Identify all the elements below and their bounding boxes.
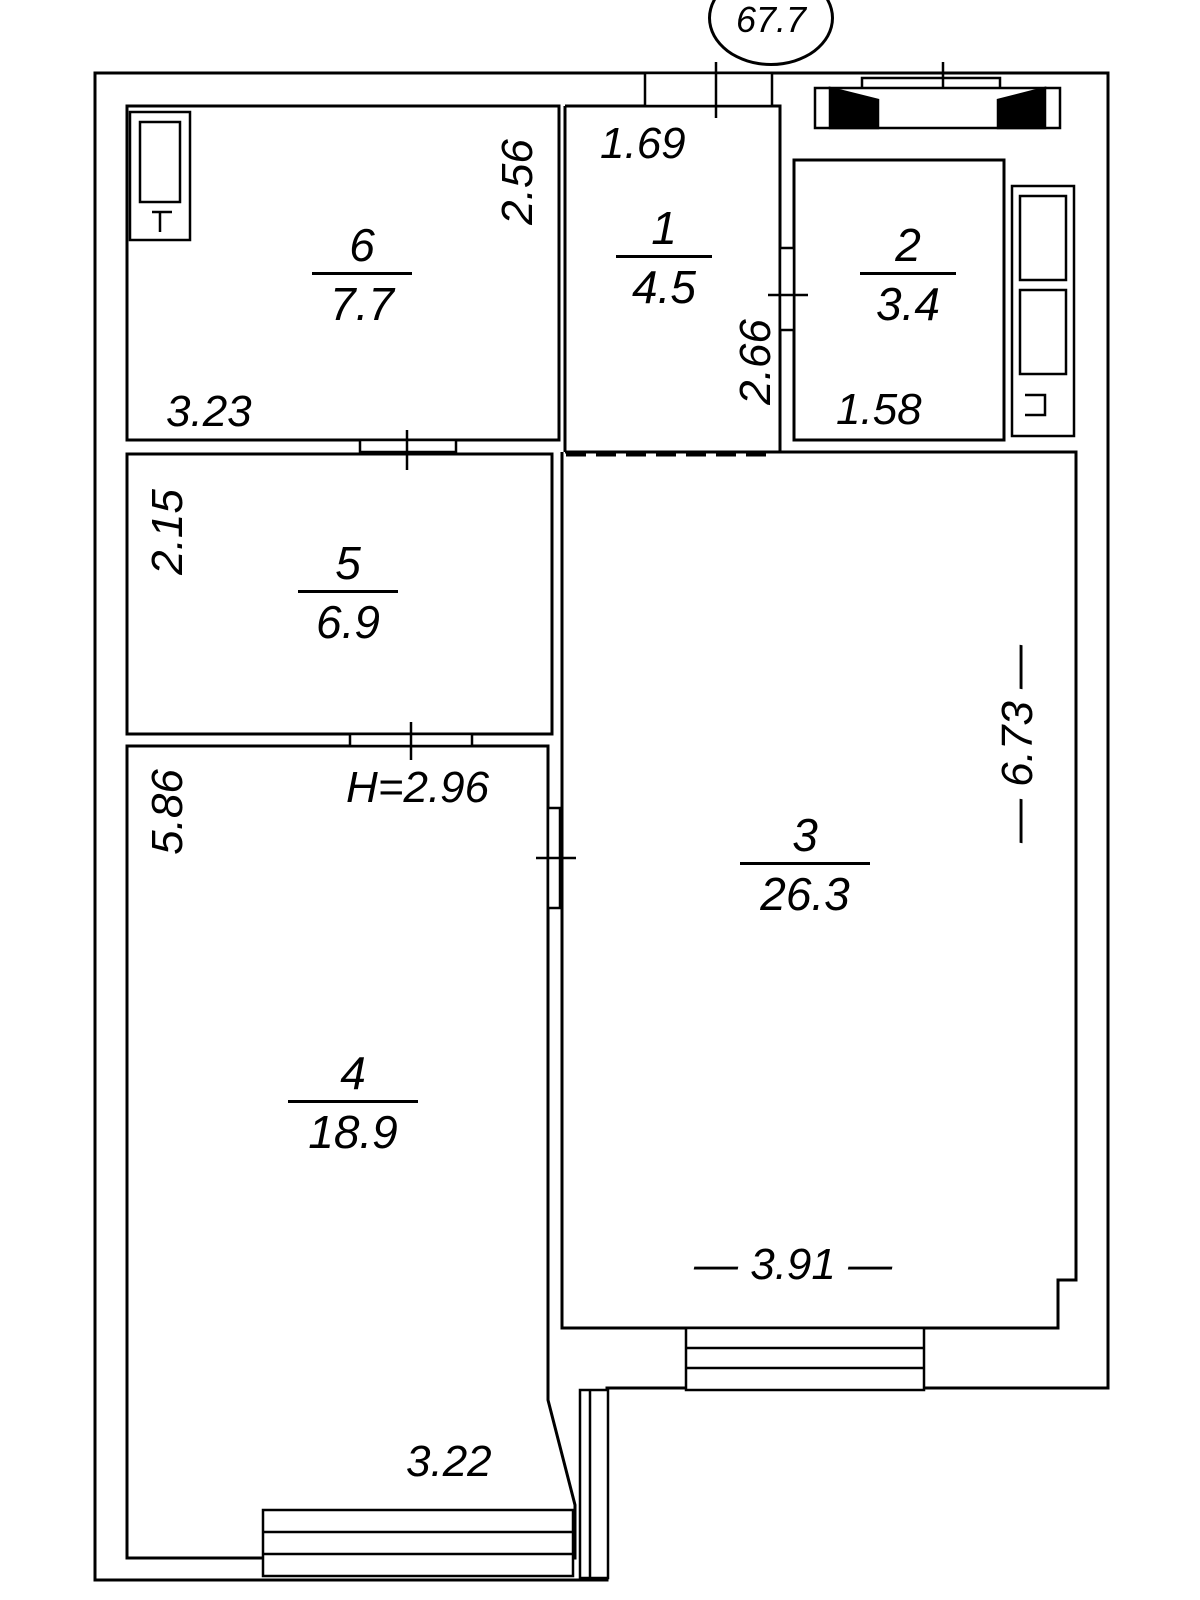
room-1-label: 1 4.5 [616, 205, 712, 310]
fraction-bar [312, 272, 412, 275]
window-room4 [261, 1508, 575, 1578]
entry-door [643, 71, 774, 108]
room-6-label: 6 7.7 [312, 222, 412, 327]
room-1-outline [563, 104, 782, 452]
room-2-label: 2 3.4 [860, 222, 956, 327]
room-5-label: 5 6.9 [298, 540, 398, 645]
room-number: 5 [335, 537, 361, 589]
dimension-room6-height: 2.56 [493, 139, 542, 225]
room-number: 6 [349, 219, 375, 271]
fraction-bar [860, 272, 956, 275]
dimension-room2-width: 1.58 [836, 385, 922, 434]
room-area: 6.9 [316, 596, 380, 648]
room-number: 2 [895, 219, 921, 271]
dimension-room3-width: — 3.91 — [694, 1240, 893, 1289]
room-4-outline [125, 744, 577, 1560]
dimension-room5-height: 2.15 [143, 489, 192, 575]
fraction-bar [616, 255, 712, 258]
ceiling-height: H=2.96 [346, 763, 490, 812]
room-area: 4.5 [632, 261, 696, 313]
dimension-room6-width: 3.23 [166, 387, 252, 436]
room-4-label: 4 18.9 [288, 1050, 418, 1155]
room-area: 26.3 [760, 868, 850, 920]
balcony-edge [578, 1388, 610, 1580]
dimension-room4-height: 5.86 [143, 769, 192, 855]
outer-wall [93, 71, 1110, 1582]
dimension-room1-width: 1.69 [600, 119, 686, 168]
room-6-outline [125, 104, 561, 442]
room-3-label: 3 26.3 [740, 812, 870, 917]
room-area: 18.9 [308, 1106, 398, 1158]
window-room3 [684, 1326, 926, 1392]
fraction-bar [740, 862, 870, 865]
room-number: 1 [651, 202, 677, 254]
room-number: 4 [340, 1047, 366, 1099]
door-room2 [778, 246, 796, 332]
room-5-outline [125, 452, 554, 736]
room-area: 7.7 [330, 278, 394, 330]
fraction-bar [298, 590, 398, 593]
dimension-room1-height: 2.66 [731, 319, 780, 405]
fraction-bar [288, 1100, 418, 1103]
room-area: 3.4 [876, 278, 940, 330]
room-number: 3 [792, 809, 818, 861]
dimension-room4-width: 3.22 [406, 1437, 492, 1486]
dimension-room3-height: — 6.73 — [993, 644, 1042, 844]
total-area-value: 67.7 [735, 0, 807, 40]
